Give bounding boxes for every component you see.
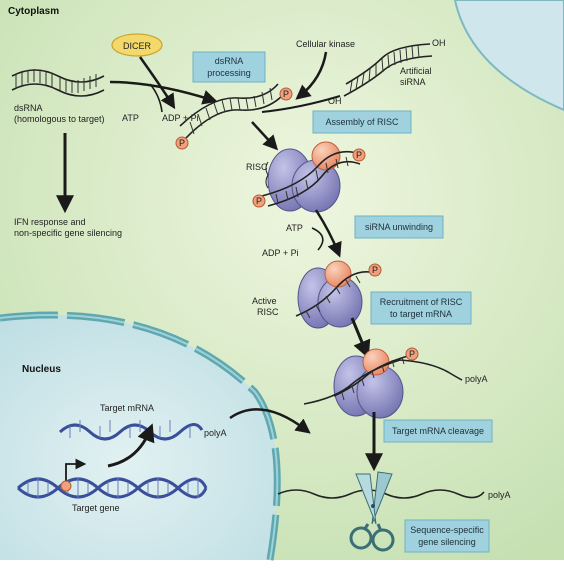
dicer-enzyme — [111, 33, 163, 57]
dsrna-label: dsRNA — [14, 103, 43, 113]
oh-label-bottom: OH — [328, 96, 342, 106]
assembly-arrow — [251, 121, 279, 151]
promoter-marker — [60, 480, 72, 492]
unwinding-arrow — [314, 209, 342, 258]
processing-line1: dsRNA — [215, 56, 244, 66]
active-risc — [295, 260, 382, 329]
target-mrna — [58, 423, 204, 441]
export-arrow — [229, 408, 311, 434]
silencing-line1: Sequence-specific — [410, 525, 484, 535]
cleavage-label: Target mRNA cleavage — [392, 426, 484, 436]
dsrna-processing-box — [192, 51, 266, 83]
dicer-label: DICER — [123, 41, 152, 51]
dsrna-molecule — [11, 69, 105, 97]
cleaved-mrna — [277, 489, 485, 499]
sirna-product — [175, 83, 293, 150]
oh-label-top: OH — [432, 38, 446, 48]
processing-line2: processing — [207, 68, 251, 78]
atp-curve — [149, 83, 163, 113]
promoter-arrow — [65, 458, 87, 484]
risc-complex-1 — [252, 141, 366, 213]
active-risc-label-2: RISC — [257, 307, 279, 317]
phosphate-4: P — [256, 196, 262, 206]
active-risc-label-1: Active — [252, 296, 277, 306]
cleavage-box — [383, 419, 493, 443]
phosphate-3: P — [356, 150, 362, 160]
processing-arrow — [109, 80, 218, 105]
atp-label-1: ATP — [122, 113, 139, 123]
silencing-line2: gene silencing — [418, 537, 476, 547]
risc-bracket — [265, 161, 269, 189]
risc-label: RISC — [246, 162, 268, 172]
artificial-label-1: Artificial — [400, 66, 432, 76]
scissors-icon — [349, 471, 395, 552]
recruitment-line2: to target mRNA — [390, 309, 452, 319]
adp-label-1: ADP + Pi — [162, 113, 199, 123]
silencing-box — [404, 519, 490, 553]
transcription-arrow — [107, 423, 155, 468]
recruitment-box — [370, 291, 472, 325]
polya-label-nucleus: polyA — [204, 428, 227, 438]
cytoplasm-label: Cytoplasm — [8, 6, 59, 17]
ifn-line2: non-specific gene silencing — [14, 228, 122, 238]
unwinding-box — [354, 215, 444, 239]
assembly-box — [312, 110, 412, 134]
atp-label-2: ATP — [286, 223, 303, 233]
phosphate-2: P — [179, 138, 185, 148]
phosphate-1: P — [283, 89, 289, 99]
ifn-line1: IFN response and — [14, 217, 86, 227]
nuclear-membrane-highlight — [0, 314, 279, 561]
adp-label-2: ADP + Pi — [262, 248, 299, 258]
target-gene-label: Target gene — [72, 503, 120, 513]
nucleus-label: Nucleus — [22, 364, 61, 375]
risc-on-target — [303, 347, 463, 419]
dsrna-note: (homologous to target) — [14, 114, 105, 124]
assembly-label: Assembly of RISC — [325, 117, 399, 127]
dicer-arrow — [138, 56, 176, 110]
phosphate-5: P — [372, 265, 378, 275]
artificial-sirna — [343, 43, 433, 97]
unwinding-atp-curve — [311, 227, 324, 251]
kinase-arrow — [295, 51, 328, 100]
recruitment-line1: Recruitment of RISC — [380, 297, 463, 307]
polya-label-1: polyA — [465, 374, 488, 384]
artificial-label-2: siRNA — [400, 77, 426, 87]
sirna-join-line — [261, 95, 341, 113]
phosphate-6: P — [409, 349, 415, 359]
target-mrna-label: Target mRNA — [100, 403, 154, 413]
polya-label-2: polyA — [488, 490, 511, 500]
unwinding-label: siRNA unwinding — [365, 222, 433, 232]
recruitment-arrow — [350, 317, 371, 359]
kinase-label: Cellular kinase — [296, 39, 355, 49]
